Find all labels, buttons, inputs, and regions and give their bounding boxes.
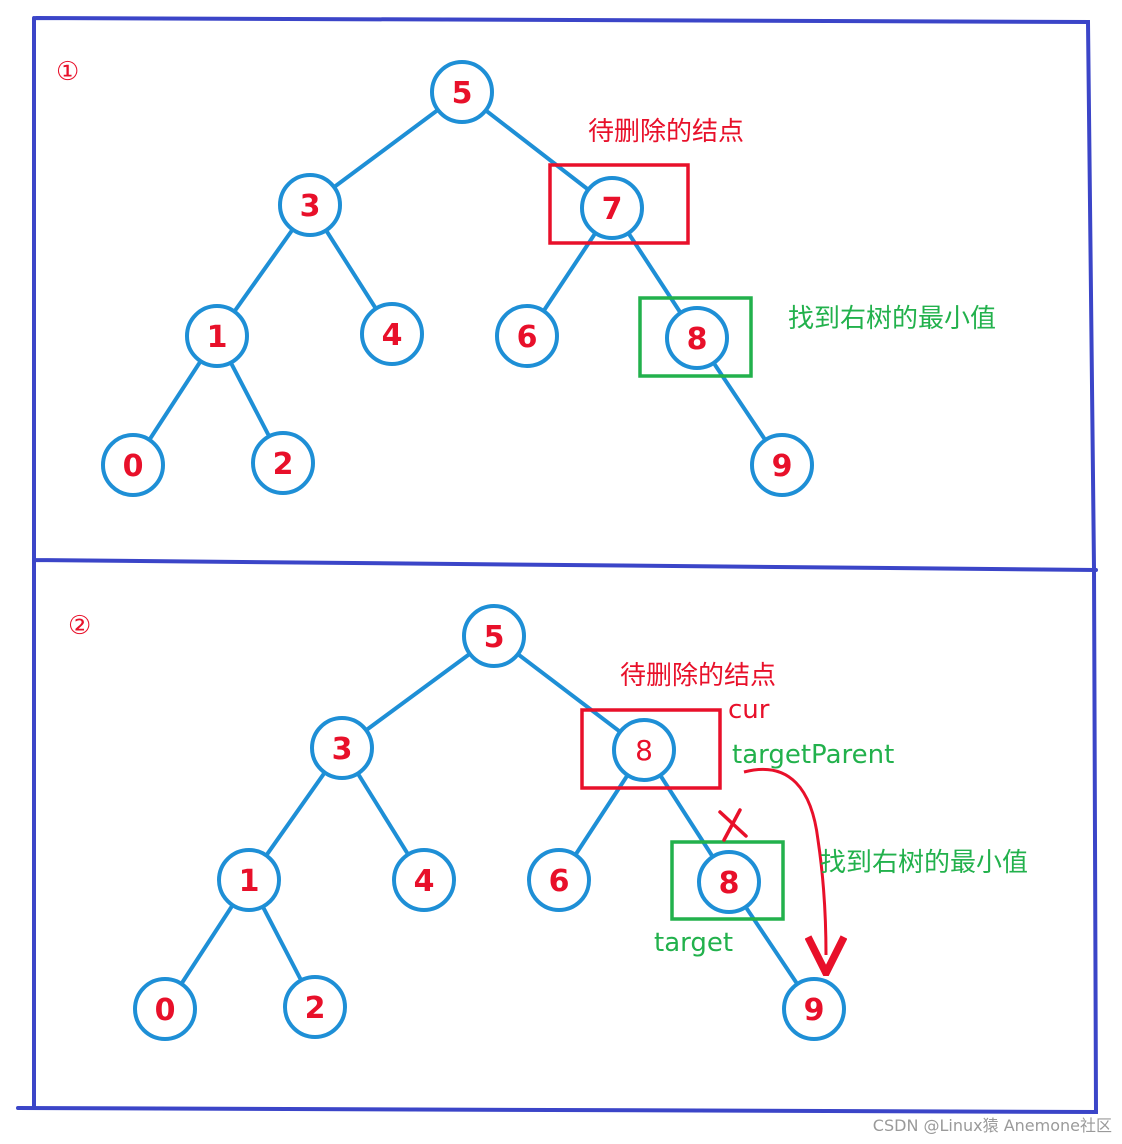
target-label: target [654,928,733,958]
min-node-label: 找到右树的最小值 [788,304,996,334]
replace-arrow [743,767,826,955]
tree-node: 8 [665,306,729,370]
tree-node: 1 [185,304,249,368]
watermark: CSDN @Linux猿 Anemone社区 [873,1116,1112,1135]
node-label: 8 [635,734,653,767]
panel2-nodes: 5 3 8 1 4 6 8 0 [133,604,846,1041]
node-label: 1 [207,320,228,355]
delete-node-box [580,708,722,790]
tree-node: 1 [217,848,281,912]
node-label: 6 [549,864,570,899]
node-label: 2 [305,991,326,1026]
node-label: 8 [687,322,708,357]
node-label: 5 [452,76,473,111]
node-label: 7 [602,192,623,227]
delete-node-box [548,163,690,245]
tree-node: 8 [612,718,676,782]
node-label: 3 [332,732,353,767]
node-label: 0 [123,449,144,484]
panel1-nodes: 5 3 7 1 4 6 8 0 [101,60,814,497]
tree-node: 2 [283,975,347,1039]
tree-node: 9 [750,433,814,497]
tree-node: 7 [580,176,644,240]
tree-node: 6 [495,304,559,368]
cur-label: cur [728,695,770,725]
tree-node: 4 [360,302,424,366]
panel1-marker: ① [56,57,79,87]
panel-frame [16,16,1099,1115]
node-label: 8 [719,866,740,901]
delete-node-label: 待删除的结点 [588,117,744,147]
node-label: 6 [517,320,538,355]
tree-node: 5 [462,604,526,668]
tree-node: 4 [392,848,456,912]
tree-node: 5 [430,60,494,124]
node-label: 5 [484,620,505,655]
node-label: 0 [155,993,176,1028]
panel2-marker: ② [68,611,91,641]
panel1-edges [131,90,784,467]
delete-node-label: 待删除的结点 [620,661,776,691]
tree-node: 0 [133,977,197,1041]
tree-node: 0 [101,433,165,497]
cut-mark-icon [718,808,748,842]
min-node-label: 找到右树的最小值 [820,848,1028,878]
node-label: 9 [804,993,825,1028]
tree-node: 8 [697,850,761,914]
tree-node: 2 [251,431,315,495]
tree-node: 9 [782,977,846,1041]
min-node-box [670,840,785,921]
node-label: 1 [239,864,260,899]
node-label: 4 [414,864,435,899]
min-node-box [638,296,753,378]
node-label: 4 [382,318,403,353]
tree-node: 3 [278,173,342,237]
node-label: 3 [300,189,321,224]
tree-node: 3 [310,716,374,780]
node-label: 9 [772,449,793,484]
target-parent-label: targetParent [732,740,894,770]
node-label: 2 [273,447,294,482]
tree-node: 6 [527,848,591,912]
